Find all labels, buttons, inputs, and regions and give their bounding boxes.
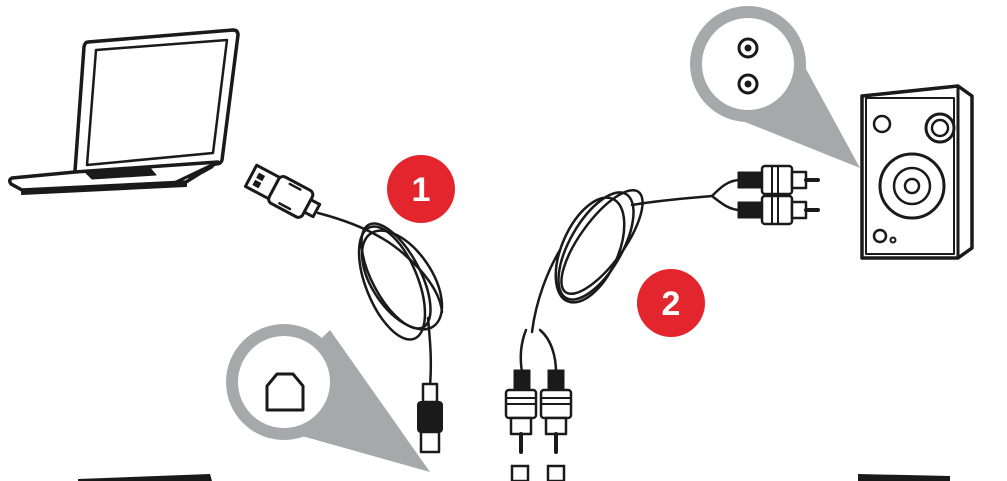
usb-cable-icon	[243, 163, 444, 454]
speaker-icon	[860, 84, 974, 260]
rca-plug-right	[538, 328, 573, 454]
laptop-icon	[7, 28, 240, 195]
rca-jacks-callout	[690, 6, 860, 168]
step-badge-1-number: 1	[412, 171, 431, 209]
rca-jacks-icon	[737, 37, 759, 95]
step-badge-2-number: 2	[662, 285, 681, 323]
step-badge-1-circle	[387, 155, 455, 223]
usb-port-callout	[226, 324, 430, 472]
rca-plug-left	[504, 328, 538, 454]
step-badge-2-circle	[637, 269, 705, 337]
rca-plug-top-lower	[737, 194, 820, 226]
step-badge-2: 2	[637, 269, 705, 337]
usb-b-port-icon	[265, 372, 305, 412]
rca-plug-top-upper	[737, 164, 820, 196]
step-badge-1: 1	[387, 155, 455, 223]
device-top-edge	[78, 464, 950, 481]
rca-cable-icon	[504, 164, 820, 454]
